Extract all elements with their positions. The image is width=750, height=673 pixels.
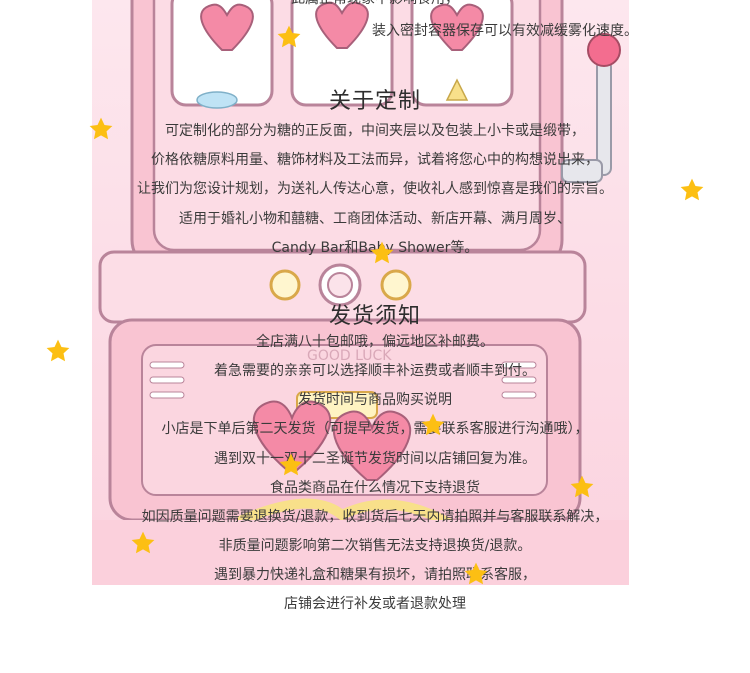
top-line-1: 此属正常现象不影响食用， <box>0 0 750 8</box>
shipping-line-7: 如因质量问题需要退换货/退款，收到货后七天内请拍照并与客服联系解决， <box>141 509 609 525</box>
top-line-2: 装入密封容器保存可以有效减缓雾化速度。 <box>372 23 638 39</box>
machine-label: GOOD LUCK <box>307 348 392 364</box>
shipping-line-5: 遇到双十一双十二圣诞节发货时间以店铺回复为准。 <box>214 451 536 467</box>
shipping-line-3: 发货时间与商品购买说明 <box>298 392 452 408</box>
shipping-line-1: 全店满八十包邮哦，偏远地区补邮费。 <box>256 334 494 350</box>
shipping-line-10: 店铺会进行补发或者退款处理 <box>284 596 466 612</box>
star-icon <box>278 452 304 478</box>
shipping-line-9: 遇到暴力快递礼盒和糖果有损坏，请拍照联系客服， <box>214 567 536 583</box>
star-icon <box>45 338 71 364</box>
custom-line-4: 适用于婚礼小物和囍糖、工商团体活动、新店开幕、满月周岁、 <box>179 211 571 227</box>
star-icon <box>679 177 705 203</box>
star-icon <box>463 561 489 587</box>
custom-section-title: 关于定制 <box>328 89 421 114</box>
shipping-line-2: 着急需要的亲亲可以选择顺丰补运费或者顺丰到付。 <box>214 363 536 379</box>
star-icon <box>420 412 446 438</box>
star-icon <box>276 24 302 50</box>
star-icon <box>88 116 114 142</box>
custom-line-2: 价格依糖原料用量、糖饰材料及工法而异，试着将您心中的构想说出来， <box>151 152 599 168</box>
star-icon <box>369 240 395 266</box>
slot-machine-illustration: GOOD LUCK <box>92 0 629 585</box>
star-icon <box>130 530 156 556</box>
shipping-line-6: 食品类商品在什么情况下支持退货 <box>270 480 480 496</box>
custom-line-1: 可定制化的部分为糖的正反面，中间夹层以及包装上小卡或是缎带， <box>165 123 585 139</box>
shipping-line-8: 非质量问题影响第二次销售无法支持退换货/退款。 <box>218 538 532 554</box>
custom-line-5: Candy Bar和Baby Shower等。 <box>271 240 479 256</box>
shipping-section-title: 发货须知 <box>328 304 421 329</box>
slot-machine-drawing: GOOD LUCK <box>92 0 629 585</box>
star-icon <box>569 474 595 500</box>
shipping-line-4: 小店是下单后第二天发货（可提早发货，需要联系客服进行沟通哦）， <box>161 421 589 437</box>
custom-line-3: 让我们为您设计规划，为送礼人传达心意，使收礼人感到惊喜是我们的宗旨。 <box>137 181 613 197</box>
